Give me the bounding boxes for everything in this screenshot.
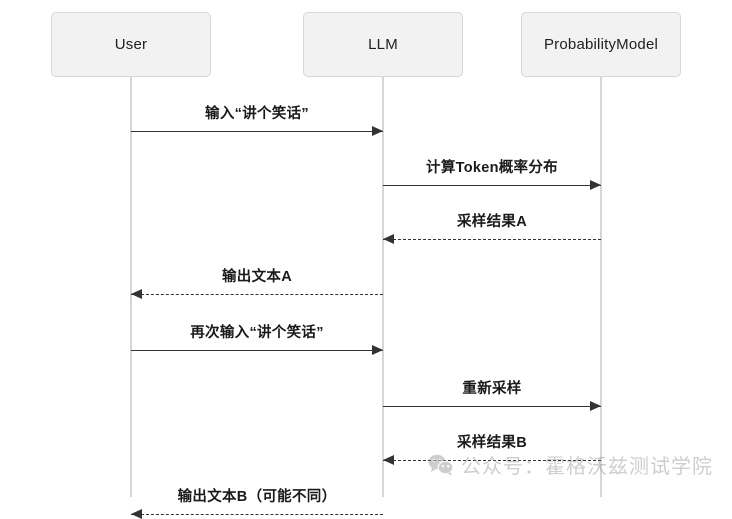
watermark: 公众号：霍格沃兹测试学院 [428, 450, 713, 479]
wechat-icon [428, 454, 454, 476]
message-label-2: 计算Token概率分布 [426, 160, 558, 176]
participant-box-llm[interactable]: LLM [303, 12, 463, 77]
participant-label-llm: LLM [368, 36, 398, 53]
message-label-8: 输出文本B（可能不同） [177, 489, 337, 505]
message-line-3 [383, 239, 601, 240]
message-line-1 [131, 131, 383, 132]
message-line-6 [383, 406, 601, 407]
message-label-7: 采样结果B [457, 435, 527, 451]
message-label-3: 采样结果A [457, 214, 527, 230]
message-line-7 [383, 460, 601, 461]
message-line-8 [131, 514, 383, 515]
arrow-head-left-icon [383, 455, 394, 465]
participant-box-probability-model[interactable]: ProbabilityModel [521, 12, 681, 77]
message-label-6: 重新采样 [462, 381, 522, 397]
sequence-diagram-canvas: User LLM ProbabilityModel 输入“讲个笑话” 计算Tok… [51, 12, 713, 519]
arrow-head-left-icon [131, 509, 142, 519]
message-line-5 [131, 350, 383, 351]
message-line-2 [383, 185, 601, 186]
lifeline-llm [382, 77, 384, 497]
message-line-4 [131, 294, 383, 295]
arrow-head-left-icon [383, 234, 394, 244]
arrow-head-right-icon [372, 126, 383, 136]
arrow-head-right-icon [372, 345, 383, 355]
participant-box-user[interactable]: User [51, 12, 211, 77]
participant-label-probability-model: ProbabilityModel [543, 36, 659, 53]
message-label-1: 输入“讲个笑话” [205, 106, 309, 122]
lifeline-user [130, 77, 132, 497]
lifeline-probability-model [600, 77, 602, 497]
arrow-head-right-icon [590, 401, 601, 411]
arrow-head-left-icon [131, 289, 142, 299]
message-label-4: 输出文本A [222, 269, 292, 285]
watermark-text: 公众号：霍格沃兹测试学院 [461, 456, 713, 478]
arrow-head-right-icon [590, 180, 601, 190]
message-label-5: 再次输入“讲个笑话” [190, 325, 324, 341]
participant-label-user: User [114, 36, 148, 53]
